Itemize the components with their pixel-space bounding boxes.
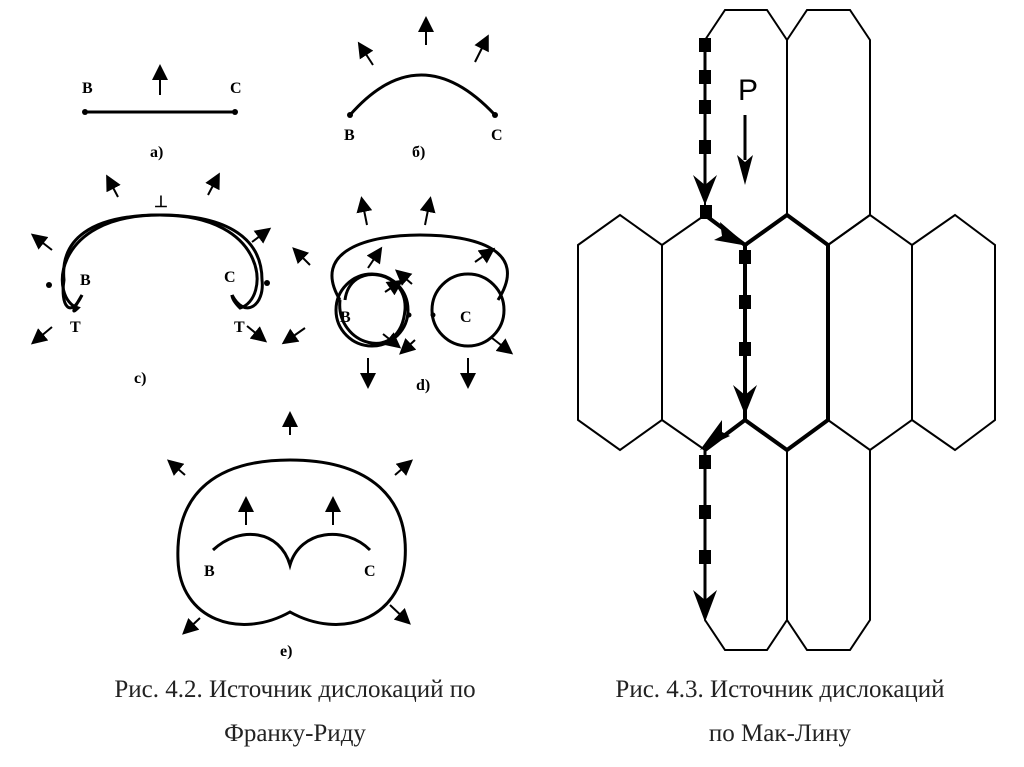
panel-a	[85, 64, 235, 114]
slip-trace	[693, 38, 757, 622]
panel-b	[348, 16, 497, 117]
caption-right: Рис. 4.3. Источник дислокаций по Мак-Лин…	[560, 668, 1000, 756]
label-c: C	[364, 563, 376, 580]
label-c: C	[224, 269, 236, 286]
label-b: B	[344, 127, 355, 144]
panel-label: d)	[416, 377, 430, 394]
panel-c	[30, 172, 272, 345]
caption-left: Рис. 4.2. Источник дислокаций по Франку-…	[40, 668, 550, 756]
caption-right-line2: по Мак-Лину	[708, 720, 852, 747]
panel-label: б)	[412, 144, 425, 161]
caption-left-line1: Рис. 4.2. Источник дислокаций по	[114, 676, 476, 703]
force-label: P	[738, 74, 758, 107]
label-b: B	[80, 272, 91, 289]
dislocation-path	[703, 212, 830, 453]
caption-right-line1: Рис. 4.3. Источник дислокаций	[615, 676, 945, 703]
panel-label: a)	[150, 144, 163, 161]
label-b: B	[340, 309, 351, 326]
mark-right: T	[234, 319, 245, 336]
panel-e	[166, 411, 414, 635]
mark-left: T	[70, 319, 81, 336]
panel-label: e)	[280, 643, 292, 660]
panel-d	[281, 196, 514, 389]
mark-top: ⊥	[154, 194, 168, 211]
panel-label: c)	[134, 370, 146, 387]
label-c: C	[491, 127, 503, 144]
label-b: B	[82, 80, 93, 97]
grain-grid	[577, 9, 996, 651]
label-c: C	[230, 80, 242, 97]
label-b: B	[204, 563, 215, 580]
label-c: C	[460, 309, 472, 326]
caption-left-line2: Франку-Риду	[224, 720, 366, 747]
